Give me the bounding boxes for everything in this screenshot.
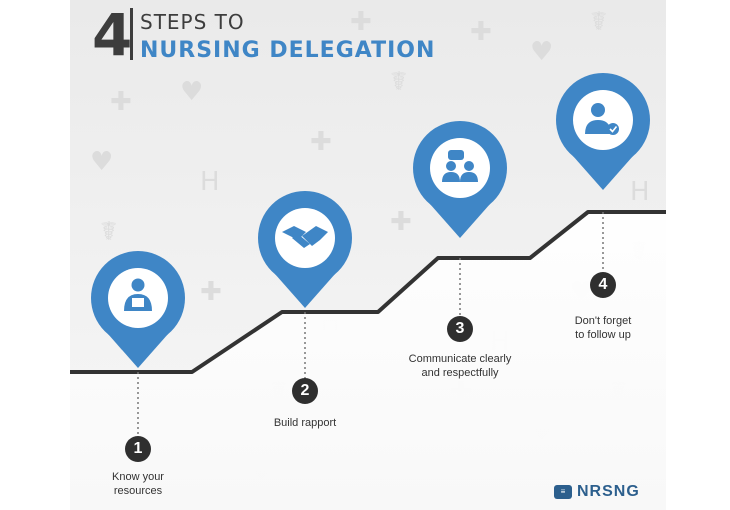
svg-text:☤: ☤ [590,7,607,37]
step-3-label: Communicate clearly and respectfully [408,353,512,379]
svg-text:♥: ♥ [530,37,553,67]
svg-text:☤: ☤ [390,67,407,97]
step-3-number: 3 [447,316,473,342]
title-line-1: STEPS TO [140,10,245,34]
svg-text:✚: ✚ [110,87,132,117]
staircase-line [70,210,666,374]
svg-text:♥: ♥ [90,147,113,177]
svg-text:H: H [630,177,650,207]
step-3-pin [413,121,507,238]
two-people-talking-icon [442,150,478,182]
svg-text:♥: ♥ [180,77,203,107]
nurse-with-clipboard-icon [124,278,152,311]
staircase-graphic [70,73,666,510]
infographic-panel: ✚♥✚♥☤ ☤♥H✚♥ ✚☤☤♥✚ ✚H♥♥✚ ☤♥H✚☤ ✚♥HH✚ 4 ST… [70,0,666,510]
svg-text:✚: ✚ [200,277,222,307]
svg-text:H: H [200,167,220,197]
handshake-icon [282,226,328,248]
logo-badge-icon: ≡ [554,485,572,499]
svg-text:☤: ☤ [100,217,117,247]
title-divider [130,8,133,60]
step-2-label: Build rapport [273,417,337,429]
nrsng-logo: ≡ NRSNG [554,483,640,501]
step-4-pin [556,73,650,190]
step-2-number: 2 [292,378,318,404]
title-number: 4 [92,1,133,69]
step-1-pin [91,251,185,368]
step-4-number: 4 [590,272,616,298]
step-1-number: 1 [125,436,151,462]
staircase-fill [70,212,666,510]
svg-text:✚: ✚ [310,127,332,157]
step-2-pin [258,191,352,308]
title-line-2: NURSING DELEGATION [140,38,436,63]
person-with-check-icon [585,103,619,135]
svg-text:✚: ✚ [350,7,372,37]
step-4-label: Don't forget to follow up [574,315,632,341]
logo-text: NRSNG [577,483,640,500]
svg-text:✚: ✚ [390,207,412,237]
step-1-label: Know your resources [112,471,164,497]
svg-text:✚: ✚ [470,17,492,47]
